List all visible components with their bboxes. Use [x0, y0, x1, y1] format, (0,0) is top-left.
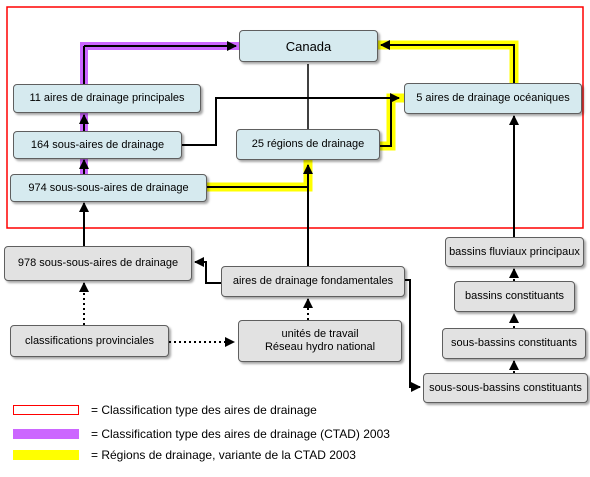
regions-variant-highlight-lower — [207, 160, 313, 192]
node-sous-bassins: sous-bassins constituants — [442, 328, 586, 359]
node-classifications-provinciales: classifications provinciales — [10, 325, 169, 357]
node-bassins-constituants: bassins constituants — [454, 281, 575, 312]
node-sous-aires: 164 sous-aires de drainage — [13, 131, 182, 159]
legend-swatch-frame — [13, 405, 79, 415]
connector-sous-aires-to-oceaniques — [182, 93, 400, 146]
legend-swatch-regions — [13, 450, 79, 460]
connector-oceaniques-to-canada — [380, 40, 515, 83]
node-sous-sous-bassins: sous-sous-bassins constituants — [423, 373, 588, 403]
connector-fondamentales-to-978 — [194, 257, 221, 284]
node-aires-principales: 11 aires de drainage principales — [13, 84, 201, 113]
legend-text-ctad: = Classification type des aires de drain… — [91, 427, 390, 441]
connector-fondamentales-to-sous-sous-bassins — [405, 279, 421, 392]
node-regions: 25 régions de drainage — [236, 129, 380, 160]
node-unites-de-travail: unités de travail Réseau hydro national — [238, 320, 402, 362]
legend-text-frame: = Classification type des aires de drain… — [91, 403, 317, 417]
unites-line-2: Réseau hydro national — [264, 341, 376, 353]
connector-regions-to-oceaniques — [380, 97, 399, 147]
node-aires-fondamentales: aires de drainage fondamentales — [221, 266, 405, 297]
node-aires-oceaniques: 5 aires de drainage océaniques — [404, 83, 582, 114]
standard-classification-frame — [6, 6, 584, 229]
unites-line-1: unités de travail — [281, 328, 359, 340]
legend-swatch-ctad — [13, 429, 79, 439]
node-sous-sous-aires-974: 974 sous-sous-aires de drainage — [10, 174, 207, 202]
node-sous-sous-aires-978: 978 sous-sous-aires de drainage — [4, 246, 192, 281]
node-bassins-fluviaux: bassins fluviaux principaux — [445, 237, 584, 267]
node-canada: Canada — [239, 30, 378, 62]
regions-variant-highlight-top — [378, 40, 519, 83]
legend-text-regions: = Régions de drainage, variante de la CT… — [91, 448, 356, 462]
